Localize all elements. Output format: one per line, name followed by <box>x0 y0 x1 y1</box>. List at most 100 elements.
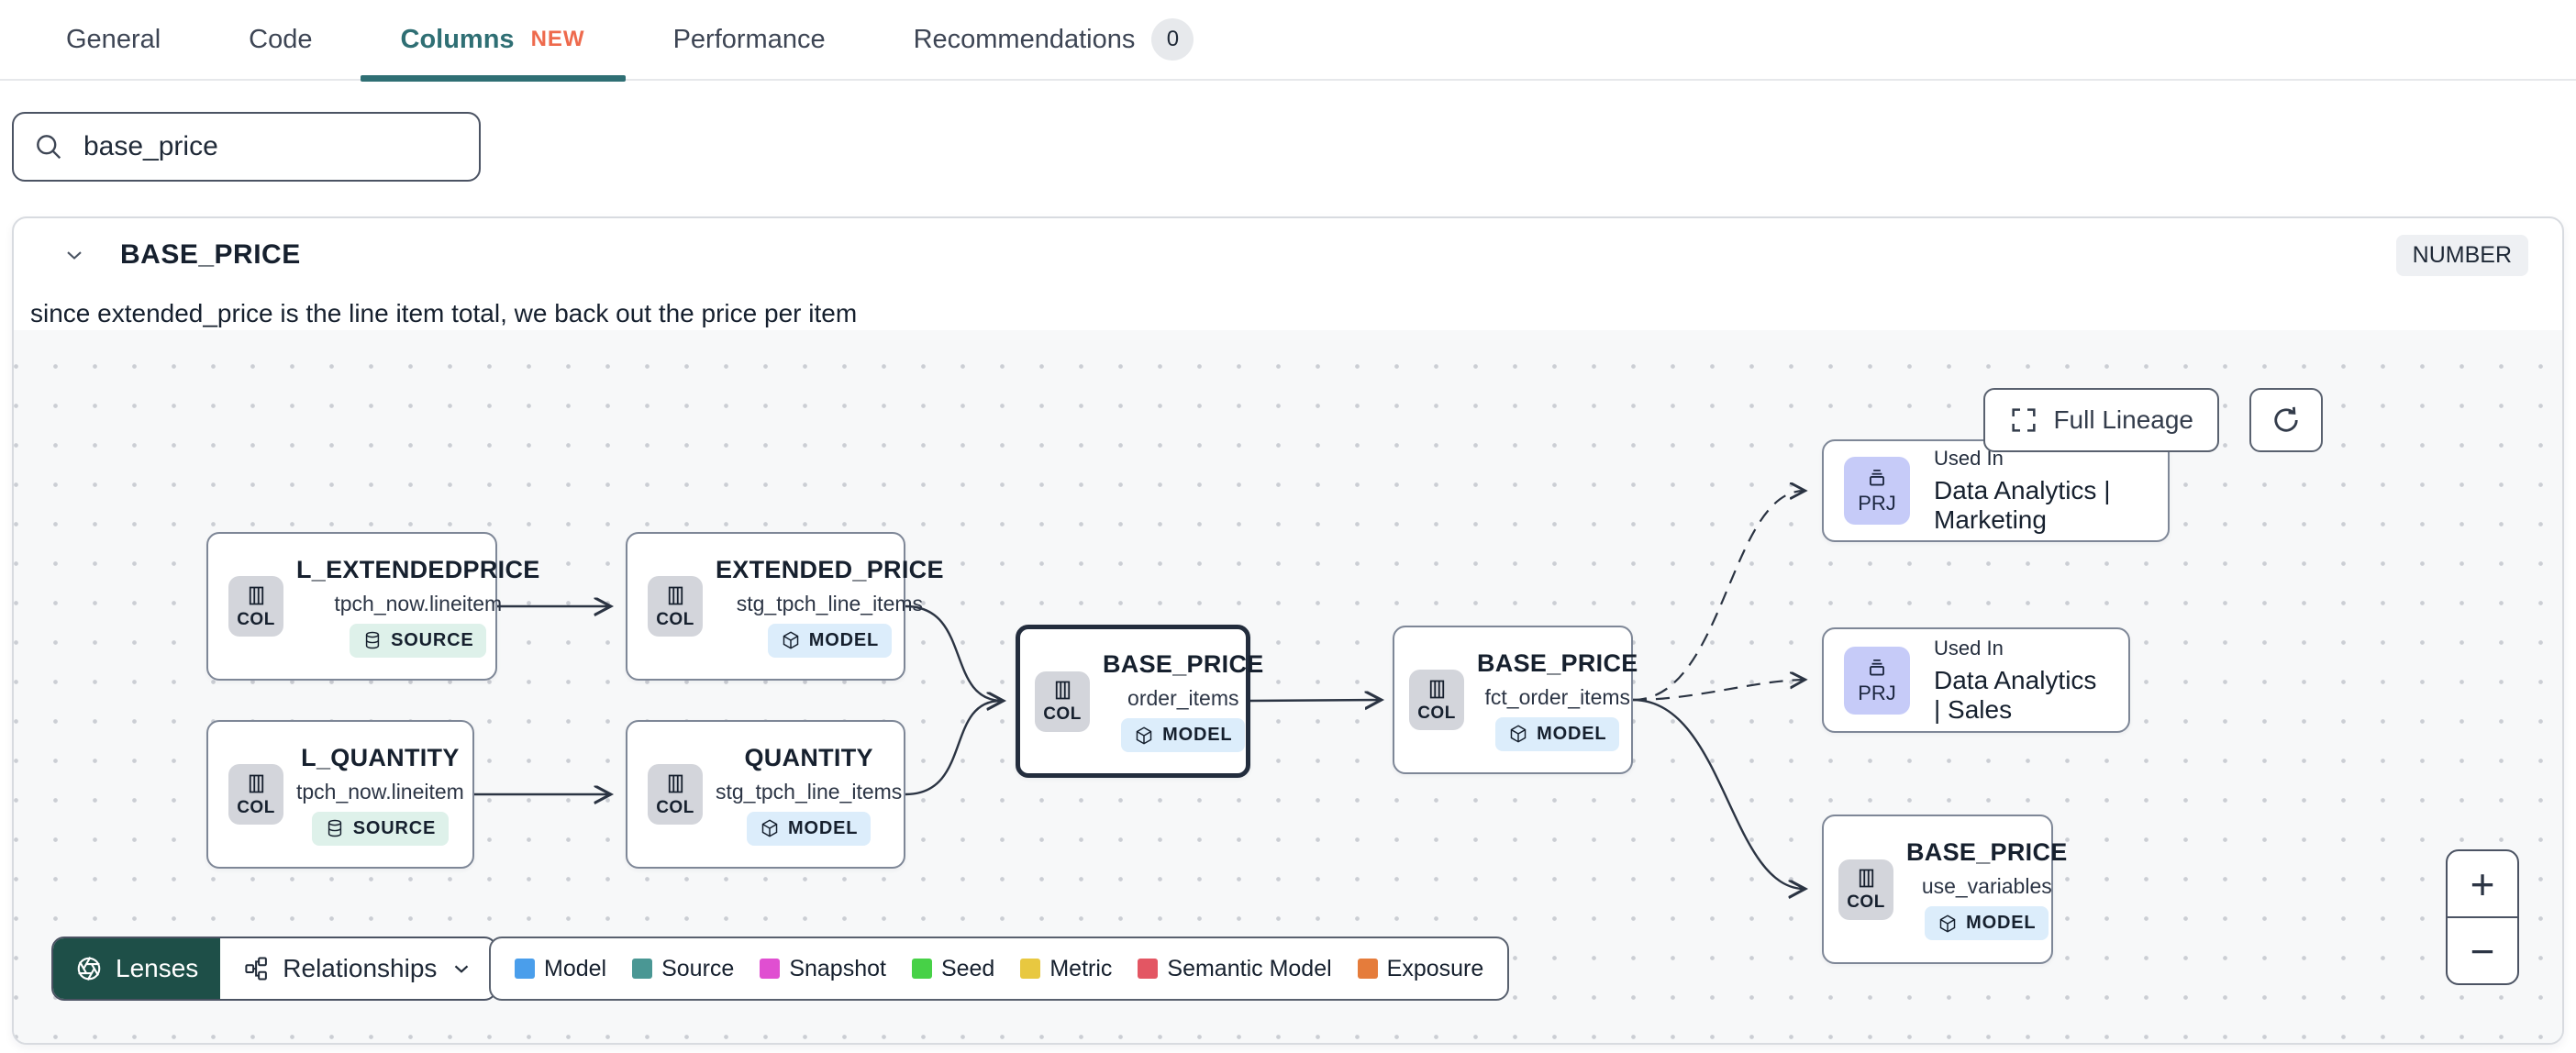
column-panel-header: BASE_PRICE NUMBER <box>14 218 2562 292</box>
lineage-node-base-price-fct-order-items[interactable]: COL BASE_PRICE fct_order_items MODEL <box>1393 626 1638 774</box>
resource-type-label: MODEL <box>788 817 859 838</box>
column-kind-badge: COL <box>1035 671 1090 732</box>
relationships-dropdown[interactable]: Relationships <box>220 938 495 999</box>
kind-label: COL <box>1847 892 1885 912</box>
full-lineage-label: Full Lineage <box>2053 405 2193 434</box>
relationships-label: Relationships <box>283 954 438 982</box>
lineage-node-l-extendedprice[interactable]: COL L_EXTENDEDPRICE tpch_now.lineitem SO… <box>206 532 539 681</box>
resource-type-label: SOURCE <box>391 629 474 650</box>
search-icon <box>37 135 61 160</box>
legend-label: Source <box>661 955 735 981</box>
cube-icon <box>1136 726 1152 745</box>
legend-label: Seed <box>940 955 995 981</box>
legend-item-snapshot: Snapshot <box>760 956 886 982</box>
node-title: Data Analytics | Marketing <box>1934 476 2111 534</box>
resource-legend: Model Source Snapshot Seed Metric <box>489 937 1510 1001</box>
legend-item-model: Model <box>515 956 606 982</box>
legend-item-seed: Seed <box>911 955 995 982</box>
resource-type-label: MODEL <box>1537 723 1607 744</box>
tab-general[interactable]: General <box>66 0 161 80</box>
project-stack-icon <box>1870 659 1884 676</box>
node-title: EXTENDED_PRICE <box>716 555 944 583</box>
resource-type-badge: SOURCE <box>350 623 487 658</box>
node-subtitle: stg_tpch_line_items <box>736 591 924 615</box>
lineage-node-extended-price[interactable]: COL EXTENDED_PRICE stg_tpch_line_items M… <box>626 532 943 681</box>
database-icon <box>365 631 380 649</box>
tab-performance[interactable]: Performance <box>673 0 826 80</box>
cube-icon <box>761 819 778 837</box>
lineage-node-base-price-use-variables[interactable]: COL BASE_PRICE use_variables MODEL <box>1822 815 2067 964</box>
lineage-node-quantity[interactable]: COL QUANTITY stg_tpch_line_items MODEL <box>626 720 905 869</box>
lineage-node-l-quantity[interactable]: COL L_QUANTITY tpch_now.lineitem SOURCE <box>206 720 474 869</box>
full-lineage-button[interactable]: Full Lineage <box>1983 388 2219 452</box>
resource-type-label: SOURCE <box>352 817 437 838</box>
zoom-control: + − <box>2446 849 2519 985</box>
legend-swatch <box>1138 959 1159 979</box>
columns-icon <box>1859 869 1873 888</box>
node-title: L_EXTENDEDPRICE <box>296 555 540 583</box>
node-title: BASE_PRICE <box>1103 650 1264 678</box>
column-kind-badge: COL <box>1838 859 1893 920</box>
legend-swatch <box>1357 959 1378 979</box>
kind-label: COL <box>1417 703 1456 723</box>
legend-label: Snapshot <box>789 955 886 981</box>
node-title: BASE_PRICE <box>1477 648 1638 677</box>
column-panel: BASE_PRICE NUMBER since extended_price i… <box>12 216 2564 1045</box>
kind-label: COL <box>237 609 275 629</box>
kind-label: COL <box>656 609 694 629</box>
node-subtitle: tpch_now.lineitem <box>296 779 464 804</box>
columns-icon <box>249 774 263 793</box>
project-kind-badge: PRJ <box>1844 646 1910 715</box>
resource-type-badge: SOURCE <box>311 811 450 846</box>
tab-columns[interactable]: Columns NEW <box>360 0 626 82</box>
aperture-icon <box>77 957 101 981</box>
legend-item-metric: Metric <box>1020 956 1112 982</box>
collapse-chevron-icon[interactable] <box>61 242 87 268</box>
node-subtitle: fct_order_items <box>1484 684 1631 709</box>
legend-swatch <box>911 959 932 979</box>
node-title: L_QUANTITY <box>301 743 460 771</box>
lenses-button[interactable]: Lenses <box>53 938 221 999</box>
columns-icon <box>1055 681 1070 700</box>
node-eyebrow: Used In <box>1934 636 2004 660</box>
tab-recommendations[interactable]: Recommendations 0 <box>914 0 1194 80</box>
kind-label: PRJ <box>1858 681 1896 704</box>
lineage-node-used-in-marketing[interactable]: PRJ Used In Data Analytics | Marketing <box>1822 439 2170 542</box>
node-subtitle: use_variables <box>1921 874 2052 898</box>
column-description: since extended_price is the line item to… <box>30 299 858 327</box>
legend-swatch <box>1020 959 1041 979</box>
column-search[interactable] <box>12 112 481 182</box>
resource-type-badge: MODEL <box>1925 906 2049 940</box>
resource-type-label: MODEL <box>808 629 879 650</box>
legend-swatch <box>632 959 653 979</box>
node-title: Data Analytics | Sales <box>1934 665 2097 724</box>
tab-code[interactable]: Code <box>249 0 312 80</box>
kind-label: COL <box>237 797 275 817</box>
fullscreen-icon <box>2012 408 2037 432</box>
tab-label: Recommendations <box>913 24 1136 54</box>
resource-type-label: MODEL <box>1966 913 2037 933</box>
legend-label: Exposure <box>1386 955 1484 981</box>
columns-icon <box>668 586 683 604</box>
lenses-label: Lenses <box>116 954 199 982</box>
columns-icon <box>1429 680 1444 698</box>
kind-label: COL <box>656 797 694 817</box>
search-input[interactable] <box>83 131 461 162</box>
lineage-node-used-in-sales[interactable]: PRJ Used In Data Analytics | Sales <box>1822 627 2130 733</box>
zoom-out-button[interactable]: − <box>2448 918 2517 983</box>
legend-label: Model <box>544 955 607 981</box>
node-subtitle: tpch_now.lineitem <box>334 591 503 615</box>
legend-item-exposure: Exposure <box>1357 955 1484 982</box>
columns-icon <box>668 774 683 793</box>
cube-icon <box>1510 725 1527 743</box>
legend-swatch <box>515 959 535 979</box>
columns-icon <box>249 586 263 604</box>
project-stack-icon <box>1870 469 1884 486</box>
lineage-canvas[interactable]: COL L_EXTENDEDPRICE tpch_now.lineitem SO… <box>14 330 2562 1043</box>
lineage-node-base-price-order-items[interactable]: COL BASE_PRICE order_items MODEL <box>1016 625 1263 778</box>
legend-item-semantic-model: Semantic Model <box>1138 956 1332 982</box>
zoom-in-button[interactable]: + <box>2448 851 2517 918</box>
column-kind-badge: COL <box>228 764 283 825</box>
refresh-button[interactable] <box>2249 388 2323 452</box>
